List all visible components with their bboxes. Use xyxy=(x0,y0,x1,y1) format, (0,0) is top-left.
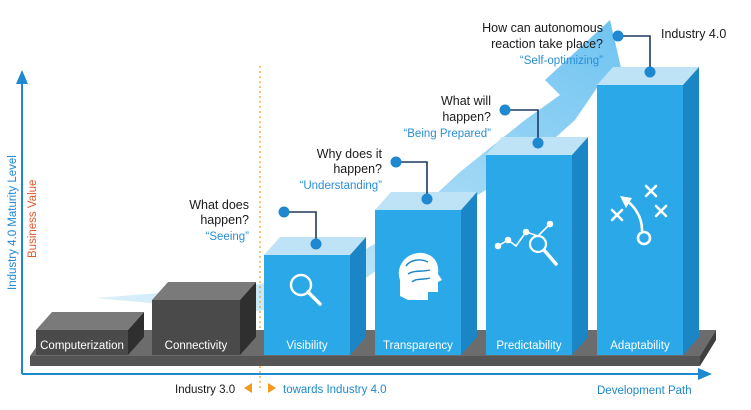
connector-dot xyxy=(421,193,433,205)
question-line: Why does it xyxy=(317,147,383,161)
connector-line xyxy=(618,35,651,72)
era-arrows-icon xyxy=(244,383,276,393)
connector-line xyxy=(284,211,317,244)
callout-text-adaptability: How can autonomous reaction take place? … xyxy=(482,21,603,67)
stage-block-transparency: Transparency xyxy=(375,192,477,355)
block-side-face xyxy=(572,137,588,355)
callout-quote: “Seeing” xyxy=(206,231,250,243)
stage-label-computerization: Computerization xyxy=(40,340,124,352)
stage-label-adaptability: Adaptability xyxy=(610,340,670,352)
block-front-face xyxy=(36,330,128,355)
trend-analysis-icon xyxy=(494,220,558,266)
stage-block-predictability: Predictability xyxy=(486,137,588,355)
y-axis-sublabel: Business Value xyxy=(27,180,39,258)
callouts xyxy=(278,30,656,250)
connector-dot xyxy=(612,30,624,42)
industry-4-label: Industry 4.0 xyxy=(661,27,726,41)
stage-blocks: Computerization Connectivity Visibility Tra… xyxy=(36,67,699,355)
block-side-face xyxy=(240,282,256,355)
block-side-face xyxy=(461,192,477,355)
block-front-face xyxy=(152,300,240,355)
connector-dot xyxy=(499,104,511,116)
connector-dot xyxy=(644,66,656,78)
question-line: What does xyxy=(189,198,249,212)
question-line: How can autonomous xyxy=(482,21,603,35)
stage-block-connectivity: Connectivity xyxy=(152,282,256,355)
block-top-face xyxy=(152,282,256,300)
block-front-face xyxy=(486,155,572,355)
x-axis-arrowhead xyxy=(698,368,712,380)
callout-text-predictability: What will happen? “Being Prepared” xyxy=(403,94,491,140)
callout-connector xyxy=(499,104,544,149)
magnifier-icon xyxy=(289,273,322,306)
block-top-face xyxy=(36,312,144,330)
callout-text-visibility: What does happen? “Seeing” xyxy=(189,198,249,243)
x-axis-label: Development Path xyxy=(597,385,692,397)
y-axis-label: Industry 4.0 Maturity Level xyxy=(7,155,19,290)
callout-connector xyxy=(612,30,656,78)
stage-block-computerization: Computerization xyxy=(36,312,144,355)
block-side-face xyxy=(128,312,144,355)
callout-connector xyxy=(390,156,433,205)
callout-quote: “Being Prepared” xyxy=(403,128,491,140)
connector-dot xyxy=(532,137,544,149)
question-line: happen? xyxy=(442,110,491,124)
brain-icon xyxy=(398,252,442,300)
callout-quote: “Self-optimizing” xyxy=(520,55,603,67)
connector-dot xyxy=(390,156,402,168)
era-right-label: towards Industry 4.0 xyxy=(283,384,387,396)
callout-text-transparency: Why does it happen? “Understanding” xyxy=(300,147,383,192)
strategy-play-icon xyxy=(610,184,668,246)
connector-dot xyxy=(310,238,322,250)
question-line: happen? xyxy=(200,213,249,227)
block-front-face xyxy=(264,255,350,355)
era-left-label: Industry 3.0 xyxy=(175,384,235,396)
stage-label-predictability: Predictability xyxy=(496,340,561,352)
question-line: happen? xyxy=(333,162,382,176)
block-side-face xyxy=(350,237,366,355)
callout-quote: “Understanding” xyxy=(300,180,383,192)
connector-line xyxy=(396,161,428,199)
question-line: reaction take place? xyxy=(491,37,603,51)
stage-block-visibility: Visibility xyxy=(264,237,366,355)
stage-label-connectivity: Connectivity xyxy=(165,340,228,352)
question-line: What will xyxy=(441,94,491,108)
callout-connector xyxy=(278,206,322,250)
connector-line xyxy=(505,109,539,143)
stage-label-transparency: Transparency xyxy=(383,340,453,352)
stage-label-visibility: Visibility xyxy=(286,340,328,352)
connector-dot xyxy=(278,206,290,218)
y-axis-arrowhead xyxy=(16,70,28,84)
block-side-face xyxy=(683,67,699,355)
